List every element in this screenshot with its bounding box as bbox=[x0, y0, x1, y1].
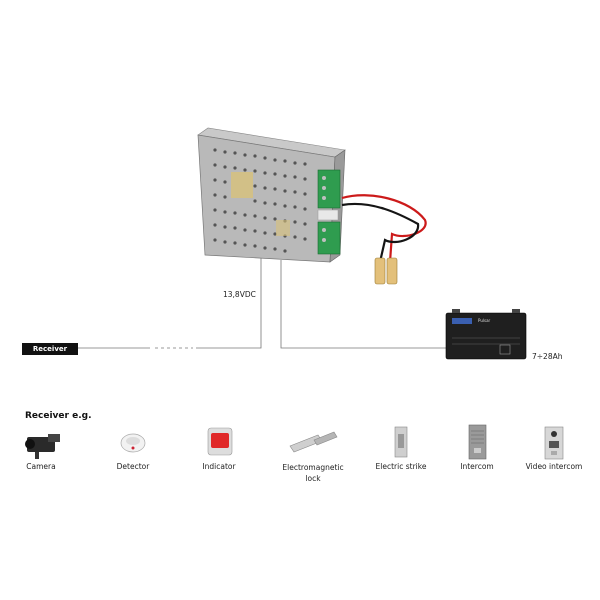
receiver-label-camera: Camera bbox=[26, 462, 56, 471]
battery-capacity-label: 7÷28Ah bbox=[532, 352, 563, 361]
intercom-icon bbox=[468, 424, 487, 460]
receiver-label-electric-strike: Electric strike bbox=[375, 462, 427, 471]
voltage-label: 13,8VDC bbox=[223, 290, 256, 299]
receiver-tag: Receiver bbox=[22, 343, 78, 355]
smoke-detector-icon bbox=[120, 433, 146, 453]
receiver-label-detector: Detector bbox=[116, 462, 150, 471]
battery-brand: Pulsar bbox=[478, 318, 491, 323]
power-supply-unit bbox=[197, 127, 346, 263]
receiver-label-intercom: Intercom bbox=[460, 462, 494, 471]
siren-indicator-icon bbox=[207, 427, 233, 456]
video-intercom-icon bbox=[544, 426, 564, 460]
receiver-label-electromagnetic-lock: Electromagnetic lock bbox=[282, 463, 344, 483]
battery bbox=[445, 309, 527, 360]
receivers-title: Receiver e.g. bbox=[25, 411, 92, 421]
receiver-label-indicator: Indicator bbox=[202, 462, 236, 471]
camera-icon bbox=[25, 434, 60, 459]
receiver-label-video-intercom: Video intercom bbox=[525, 462, 583, 471]
battery-cables bbox=[341, 194, 427, 285]
electromagnetic-lock-icon bbox=[289, 431, 338, 453]
electric-strike-icon bbox=[394, 426, 408, 458]
